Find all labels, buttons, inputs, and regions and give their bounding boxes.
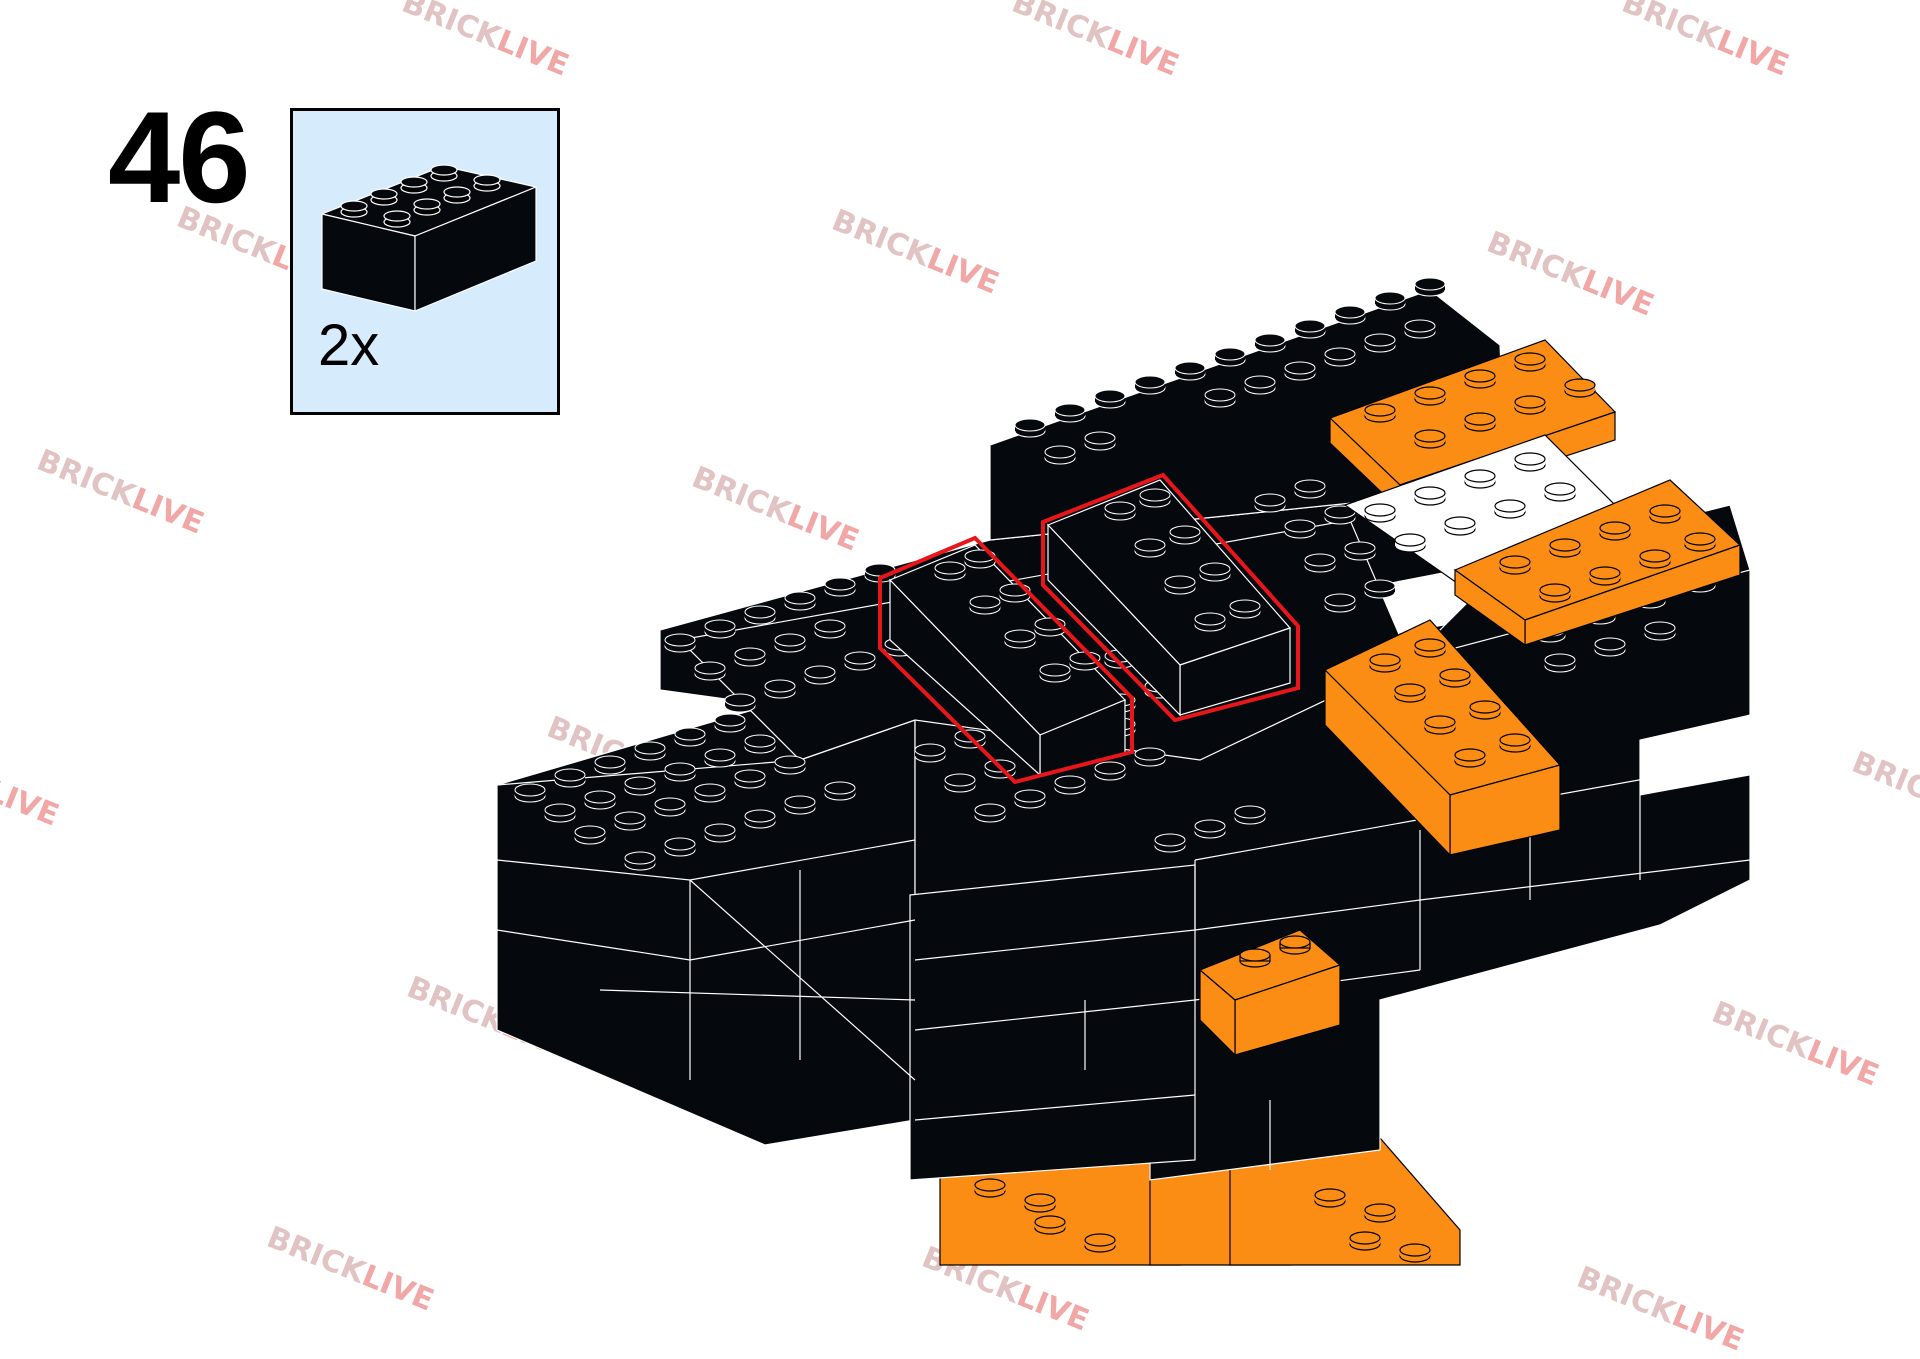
part-quantity: 2x — [318, 313, 380, 378]
highlight-outline — [1041, 472, 1300, 723]
new-brick-2 — [1041, 472, 1300, 723]
highlight-outline — [878, 535, 1134, 785]
new-brick-1 — [878, 535, 1134, 785]
parts-callout: 2x — [290, 108, 560, 415]
stud-row — [340, 164, 501, 228]
brick-2x4-icon — [321, 164, 537, 312]
orange-small-brick — [1198, 929, 1342, 1057]
white-side-panel — [1639, 714, 1751, 796]
step-number: 46 — [108, 84, 251, 230]
